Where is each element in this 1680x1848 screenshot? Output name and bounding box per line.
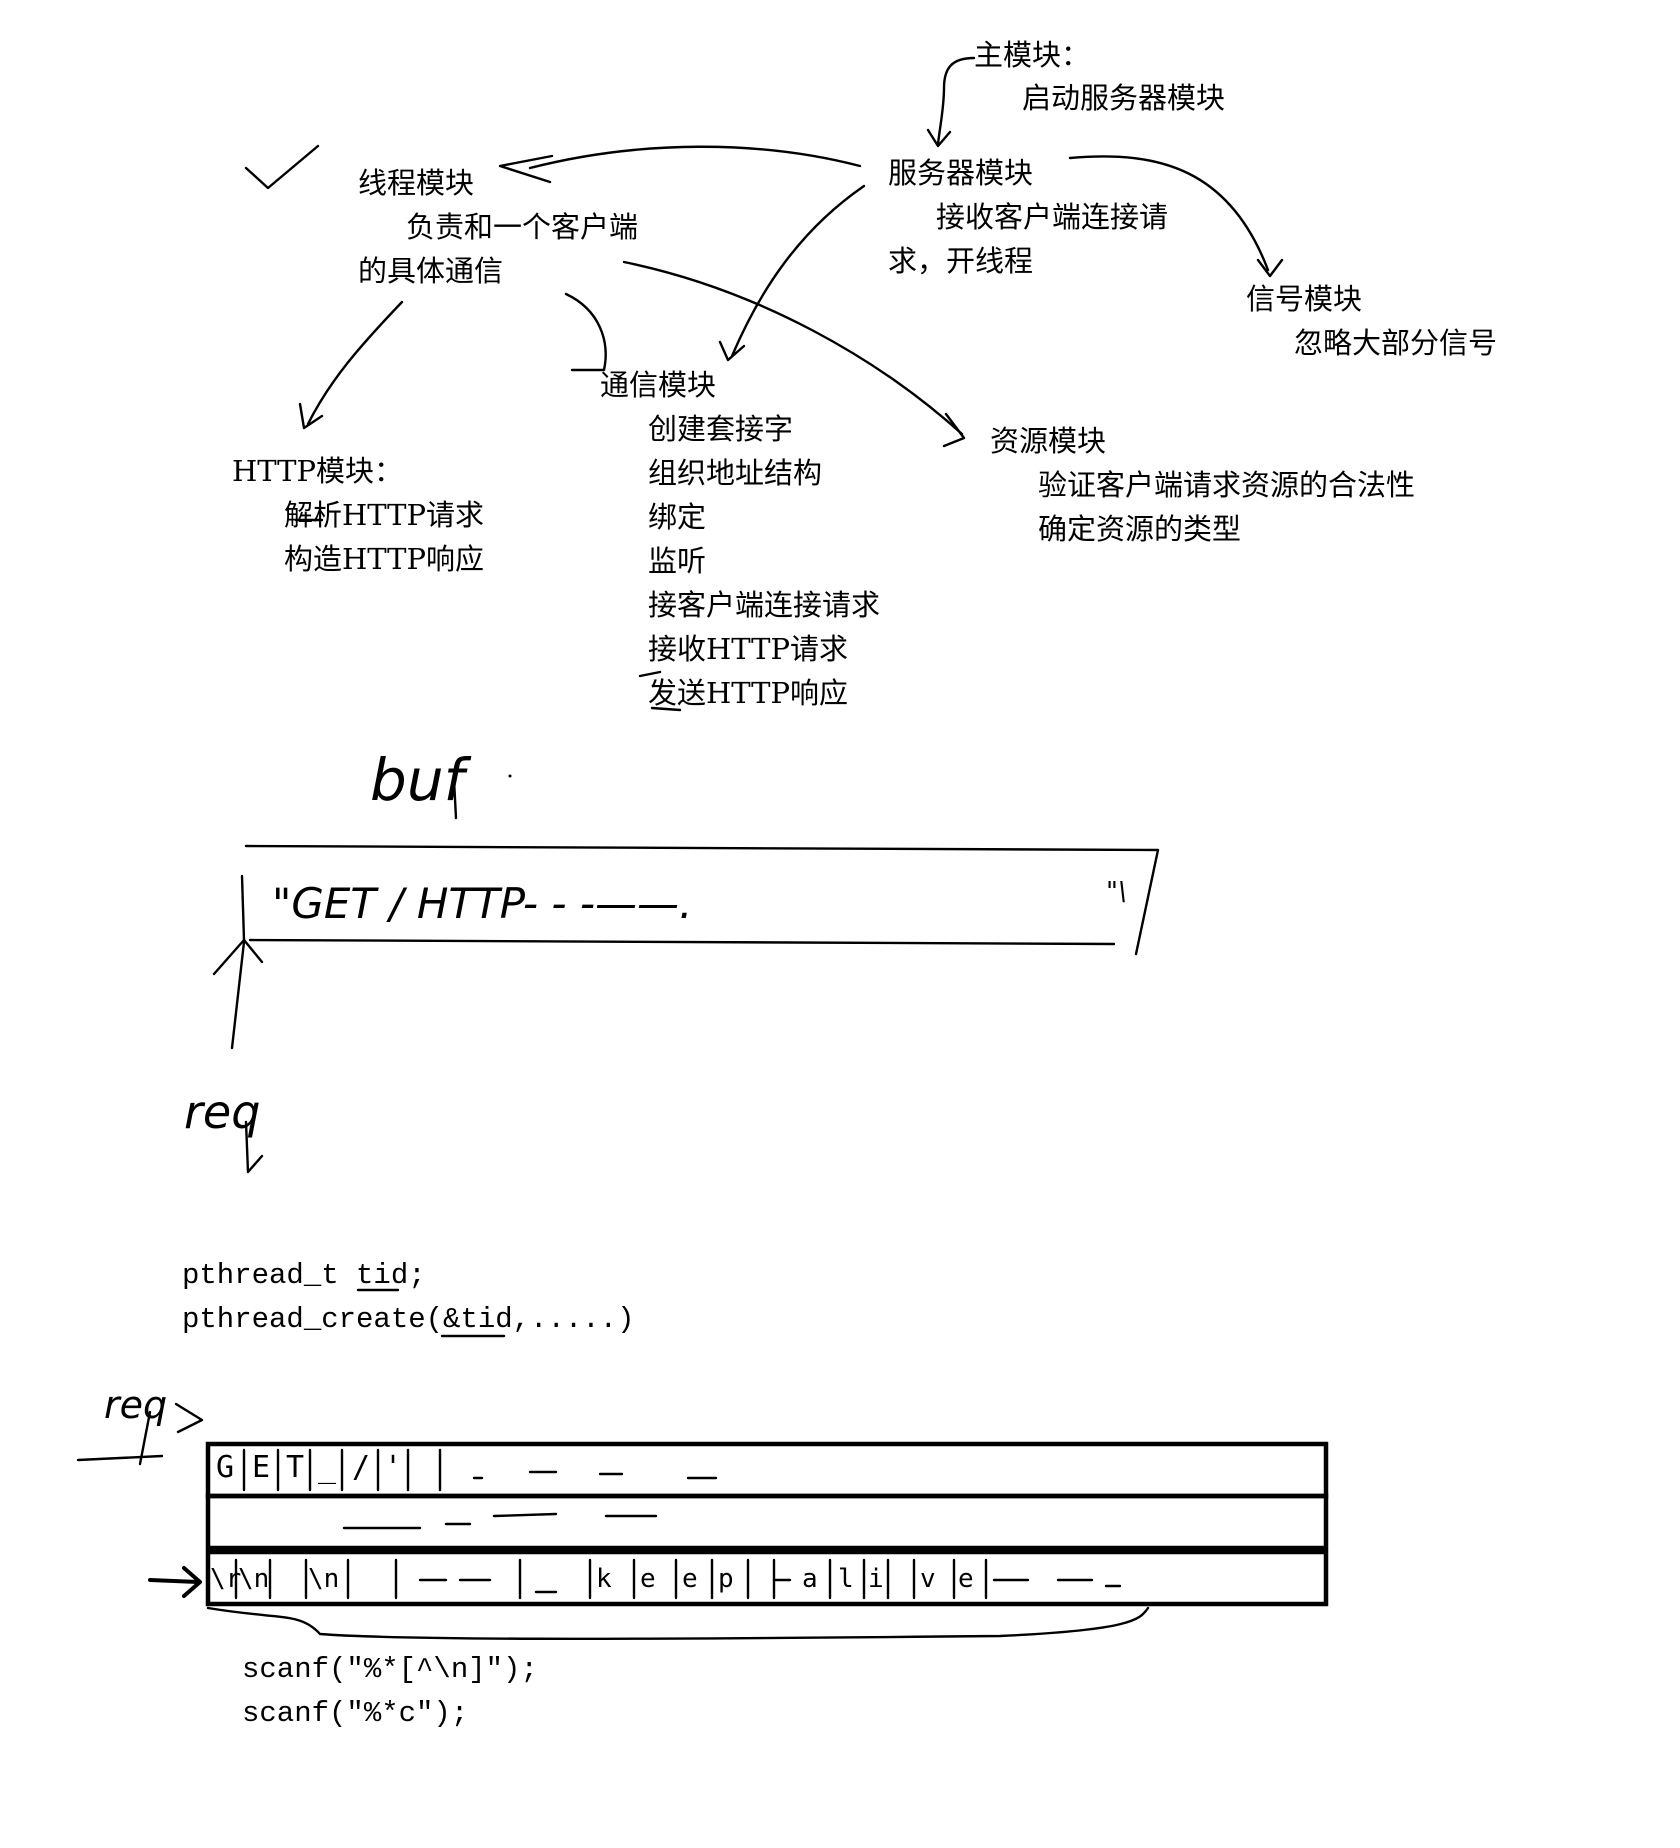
request-row-3 xyxy=(205,1549,1329,1607)
signal-module-title: 信号模块 xyxy=(1246,282,1363,316)
row3-cell-e2: e xyxy=(682,1564,698,1594)
arrow-server-to-comm xyxy=(718,184,866,362)
row3-cell-a: a xyxy=(802,1564,818,1594)
comm-module-title: 通信模块 xyxy=(600,368,717,402)
request-row-2 xyxy=(205,1493,1329,1551)
arrow-req-up xyxy=(212,938,264,1050)
buffer-outline xyxy=(244,844,1160,956)
server-module-desc-1: 接收客户端连接请 xyxy=(936,200,1169,234)
req-pointer-1 xyxy=(244,1120,264,1174)
server-module-desc-2: 求，开线程 xyxy=(888,244,1034,278)
req2-stroke xyxy=(76,1410,164,1466)
code-scanf-2: scanf("%*c"); xyxy=(242,1697,469,1730)
buffer-left-tick xyxy=(240,874,246,942)
server-module-title: 服务器模块 xyxy=(888,156,1034,190)
row3-cell-v: v xyxy=(920,1564,936,1594)
comm-module-desc-1: 创建套接字 xyxy=(648,412,794,446)
row1-cell-quote: ' xyxy=(384,1450,403,1485)
row3-cell-n2: \n xyxy=(308,1564,340,1594)
underline-fa xyxy=(638,670,682,712)
req-label-1: req xyxy=(184,1085,260,1139)
arrow-main-to-server xyxy=(926,56,976,148)
arrow-server-to-thread xyxy=(498,145,862,184)
row3-cell-k: k xyxy=(596,1564,612,1594)
brace-under-row3 xyxy=(206,1606,1150,1640)
code-pthread-create: pthread_create(&tid,.....) xyxy=(182,1303,635,1336)
main-module-title: 主模块： xyxy=(974,38,1091,72)
thread-module-desc-1: 负责和一个客户端 xyxy=(406,210,639,244)
arrow-thread-to-comm xyxy=(564,292,607,372)
arrow-into-row3 xyxy=(148,1566,202,1598)
row3-cell-e3: e xyxy=(958,1564,974,1594)
signal-module-desc: 忽略大部分信号 xyxy=(1294,326,1498,360)
req-label-2: req xyxy=(104,1383,167,1427)
row3-cell-i: i xyxy=(868,1564,884,1594)
buffer-end: "\ xyxy=(1106,877,1127,907)
http-module-desc-2: 构造HTTP响应 xyxy=(284,542,485,576)
row3-cell-n1: \n xyxy=(238,1564,270,1594)
row1-letter-e: E xyxy=(252,1450,271,1485)
buffer-text: "GET / HTTP- - -——. xyxy=(272,879,692,928)
row1-letter-t: T xyxy=(286,1450,305,1485)
request-row-1 xyxy=(205,1441,1329,1499)
row3-cell-r: \r xyxy=(210,1564,242,1594)
code-pthread-t: pthread_t tid; xyxy=(182,1259,426,1292)
arrow-server-to-signal xyxy=(1068,155,1284,278)
row3-cell-l: l xyxy=(838,1564,854,1594)
resource-module-title: 资源模块 xyxy=(990,424,1107,458)
row3-cell-p: p xyxy=(718,1564,734,1594)
comm-module-desc-5: 接客户端连接请求 xyxy=(648,588,881,622)
thread-module-desc-2: 的具体通信 xyxy=(358,254,504,288)
arrow-thread-to-resource xyxy=(622,260,966,448)
resource-module-desc-1: 验证客户端请求资源的合法性 xyxy=(1038,468,1416,502)
row1-cell-slash: / xyxy=(352,1450,371,1485)
comm-module-desc-2: 组织地址结构 xyxy=(648,456,823,490)
thread-module-title: 线程模块 xyxy=(358,166,475,200)
http-module-title: HTTP模块： xyxy=(232,454,404,488)
row1-letter-g: G xyxy=(216,1450,235,1485)
main-module-desc: 启动服务器模块 xyxy=(1022,81,1226,115)
arrow-req2 xyxy=(174,1402,204,1434)
http-module-desc-1: 解析HTTP请求 xyxy=(284,498,485,532)
row1-cell-space: _ xyxy=(318,1450,337,1485)
comm-module-desc-6: 接收HTTP请求 xyxy=(648,632,849,666)
arrow-thread-to-http xyxy=(298,300,404,430)
row3-cell-e1: e xyxy=(640,1564,656,1594)
code-scanf-1: scanf("%*[^\n]"); xyxy=(242,1653,538,1686)
buf-pointer xyxy=(452,778,458,820)
comm-module-desc-3: 绑定 xyxy=(648,500,707,534)
checkmark-icon xyxy=(244,144,320,190)
comm-module-desc-4: 监听 xyxy=(648,544,707,578)
comm-module-desc-7: 发送HTTP响应 xyxy=(648,676,849,710)
resource-module-desc-2: 确定资源的类型 xyxy=(1038,512,1242,546)
